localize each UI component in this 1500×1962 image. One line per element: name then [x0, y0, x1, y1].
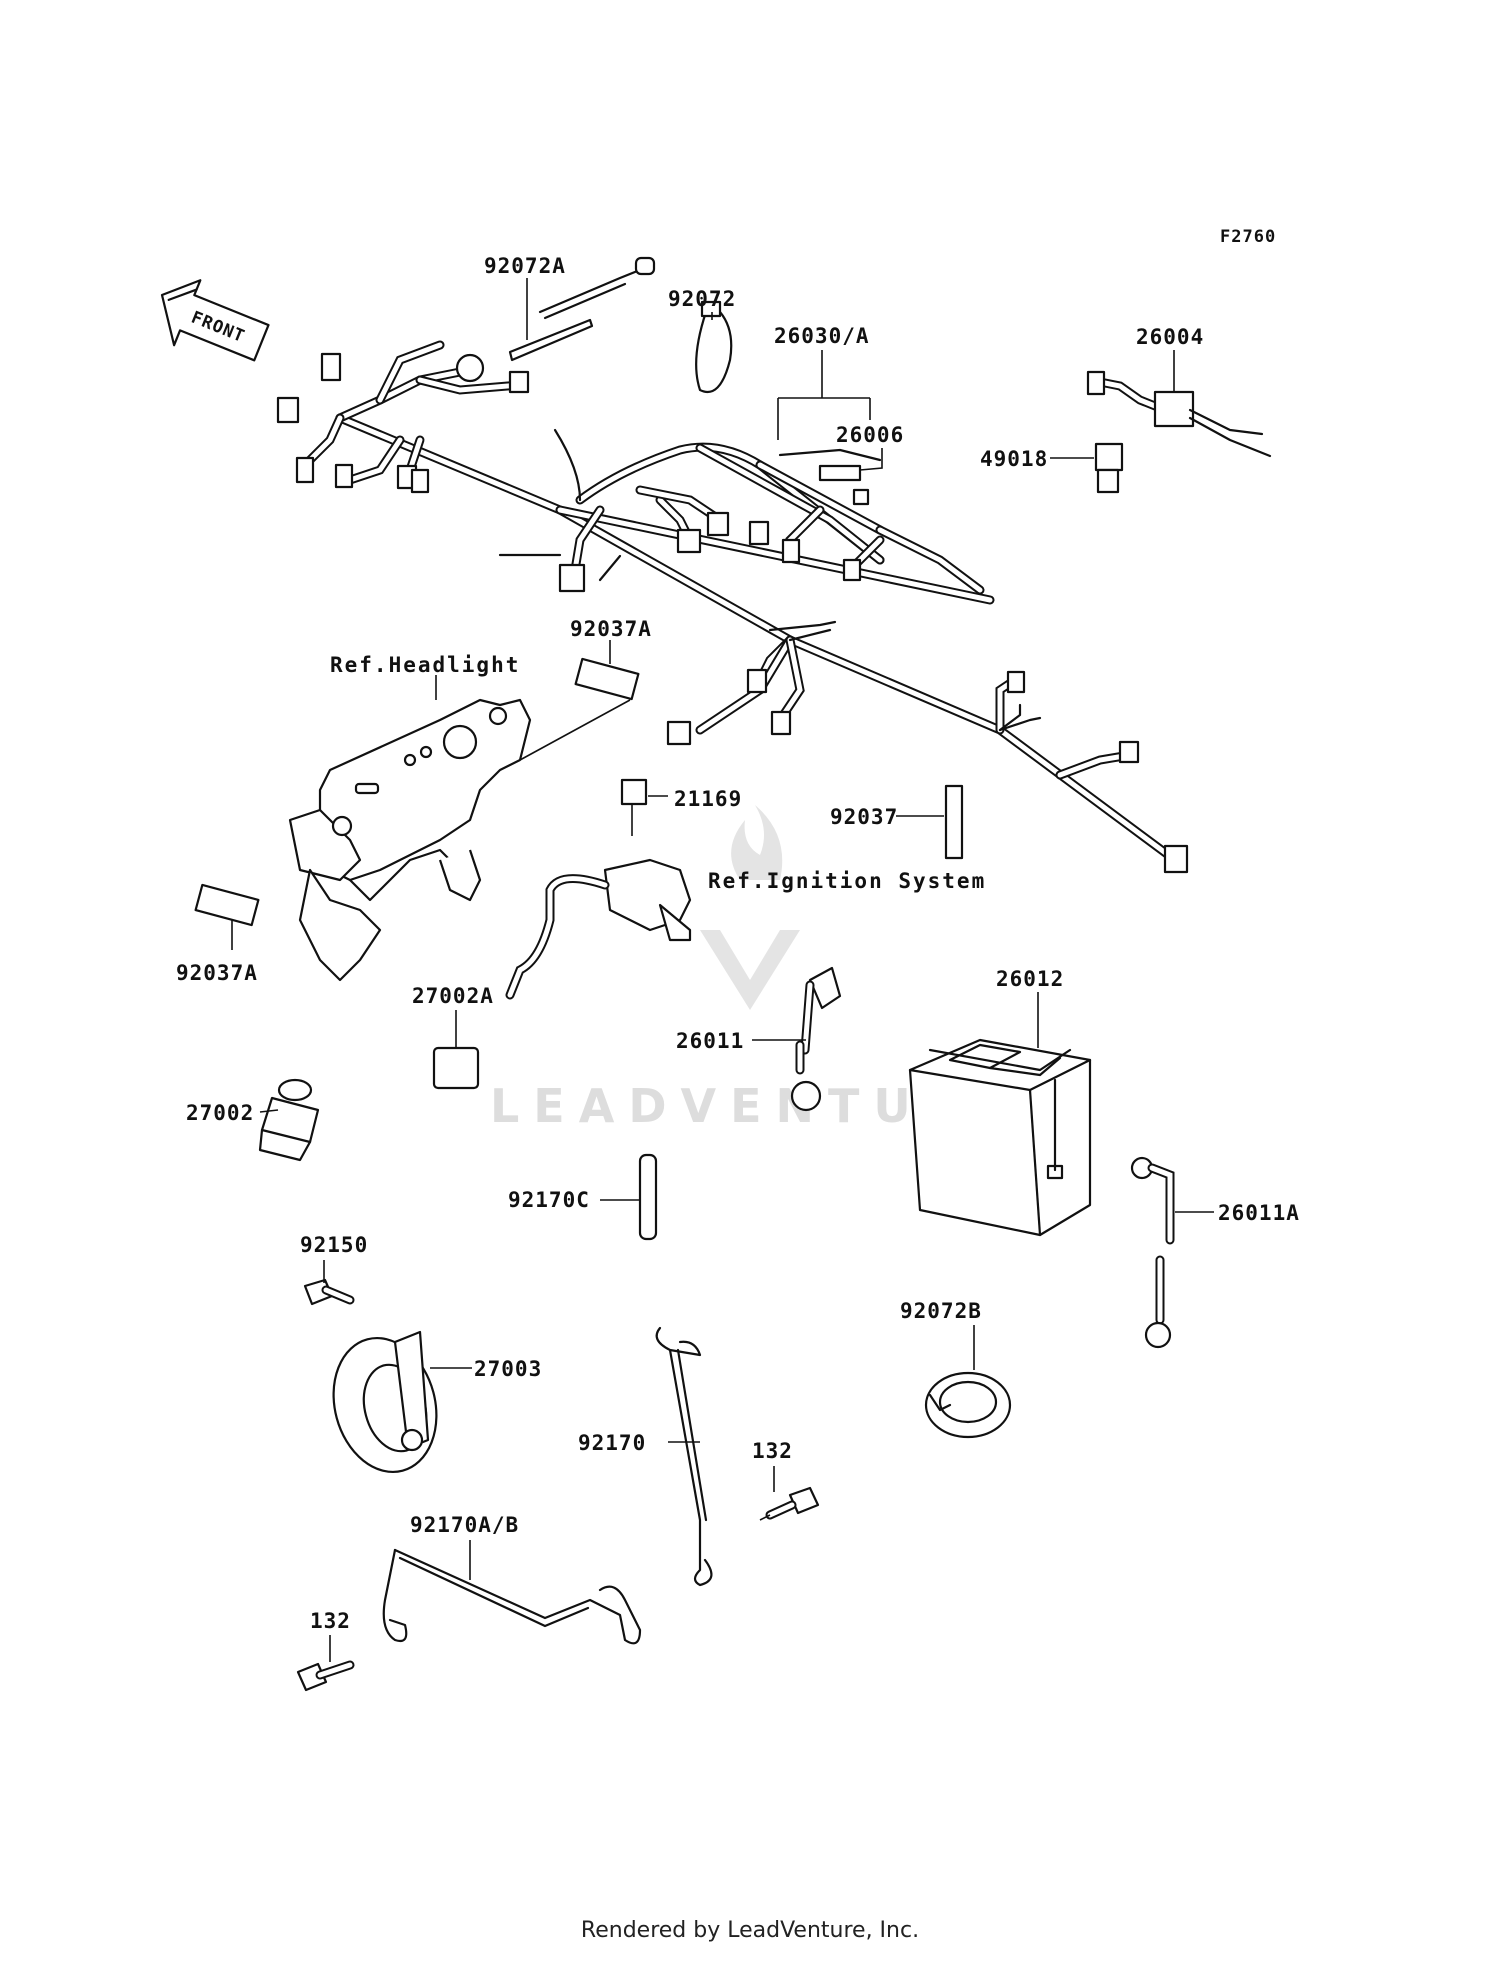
- label-92170c: 92170C: [508, 1188, 590, 1212]
- label-92072: 92072: [668, 287, 736, 311]
- label-26012: 26012: [996, 967, 1064, 991]
- clamp-92072: [695, 300, 733, 393]
- label-132-right: 132: [752, 1439, 793, 1463]
- label-92037: 92037: [830, 805, 898, 829]
- label-92037a-left: 92037A: [176, 961, 258, 985]
- ignition-coil: [505, 858, 692, 1000]
- band-92037a-left: [194, 883, 260, 950]
- band-92037: [896, 784, 964, 860]
- relay-26004: [1086, 350, 1272, 458]
- band-92037a-mid: [519, 640, 640, 761]
- bracket-92170ab: [382, 1540, 642, 1645]
- label-27002: 27002: [186, 1101, 254, 1125]
- bolt-132-left: [296, 1635, 355, 1692]
- cable-26011a: [1130, 1156, 1214, 1349]
- relay-49018: [1050, 442, 1124, 494]
- battery-26012: [908, 992, 1092, 1237]
- clamp-92072b: [924, 1325, 1012, 1439]
- part-27002: [258, 1078, 320, 1162]
- cable-26011: [752, 966, 842, 1112]
- label-132-left: 132: [310, 1609, 351, 1633]
- label-27003: 27003: [474, 1357, 542, 1381]
- label-92150: 92150: [300, 1233, 368, 1257]
- label-92170ab: 92170A/B: [410, 1513, 519, 1537]
- ref-headlight: Ref.Headlight: [330, 653, 520, 677]
- label-26004: 26004: [1136, 325, 1204, 349]
- label-92037a-mid: 92037A: [570, 617, 652, 641]
- label-27002a: 27002A: [412, 984, 494, 1008]
- bracket-92170c: [600, 1153, 658, 1241]
- label-49018: 49018: [980, 447, 1048, 471]
- label-26030a: 26030/A: [774, 324, 870, 348]
- label-92072b: 92072B: [900, 1299, 982, 1323]
- main-harness: [276, 340, 1189, 874]
- bolt-132-right: [759, 1466, 820, 1521]
- clip-21169: [620, 778, 668, 836]
- diagram-code: F2760: [1220, 227, 1276, 247]
- front-arrow-icon: FRONT: [160, 279, 270, 362]
- footer-credit: Rendered by LeadVenture, Inc.: [580, 1918, 920, 1943]
- label-26011: 26011: [676, 1029, 744, 1053]
- relay-27002a: [432, 1010, 480, 1090]
- leader-26030a: [777, 350, 871, 440]
- ref-ignition-system: Ref.Ignition System: [708, 869, 986, 893]
- bracket-92170: [655, 1326, 713, 1587]
- label-21169: 21169: [674, 787, 742, 811]
- headlight-bracket: [288, 675, 532, 982]
- bolt-92150: [303, 1260, 355, 1306]
- cable-tie-92072a: [508, 256, 656, 362]
- label-92072a-top: 92072A: [484, 254, 566, 278]
- horn-27003: [332, 1330, 472, 1474]
- label-92170: 92170: [578, 1431, 646, 1455]
- label-26006: 26006: [836, 423, 904, 447]
- label-26011a: 26011A: [1218, 1201, 1300, 1225]
